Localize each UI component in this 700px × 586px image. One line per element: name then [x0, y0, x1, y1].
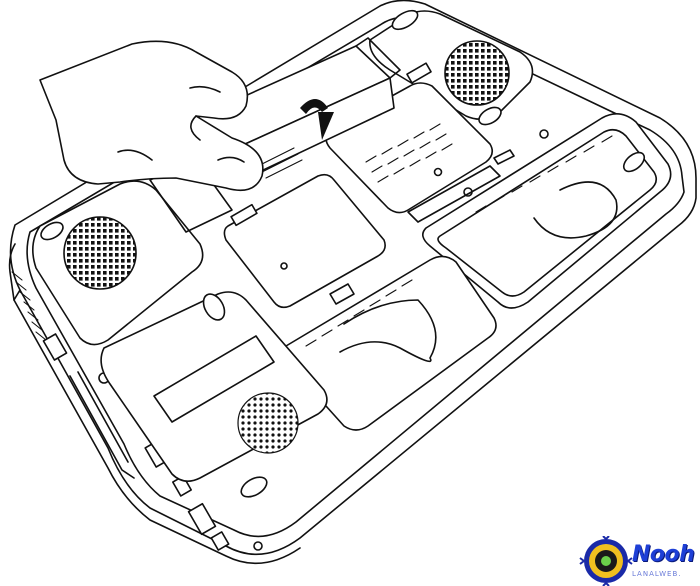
left-side-edge [8, 243, 301, 565]
down-arrow-icon [300, 99, 334, 140]
left-speaker-bay [32, 180, 204, 439]
foot-pad-bottom [240, 476, 268, 498]
battery-lock-switch [230, 203, 258, 227]
port-1 [42, 333, 68, 361]
small-cover-middle [223, 173, 386, 309]
foot-pad-left [40, 221, 64, 241]
vent-slots [11, 271, 47, 341]
top-speaker-bay [369, 9, 534, 126]
battery-release-latch-top [406, 62, 432, 84]
speaker-grill-bottom [237, 392, 299, 454]
speaker-grill-left [63, 216, 137, 290]
port-5 [210, 531, 230, 551]
hand-icon [39, 40, 264, 192]
foot-pad-right [622, 151, 646, 173]
watermark-subtext: LANALWEB. [632, 570, 682, 578]
watermark: Nooh F LANALWEB. [578, 536, 700, 586]
watermark-logo-icon [579, 536, 633, 586]
foot-pad-bottom-left [202, 293, 226, 321]
foot-pad-top-right [478, 106, 502, 126]
speaker-grill-top [444, 40, 510, 106]
foot-pad-top [391, 9, 419, 31]
bottom-plate-left [100, 291, 328, 551]
watermark-brand: Nooh F [632, 542, 700, 567]
port-4 [187, 502, 217, 536]
hdd-cover-right [422, 113, 672, 309]
